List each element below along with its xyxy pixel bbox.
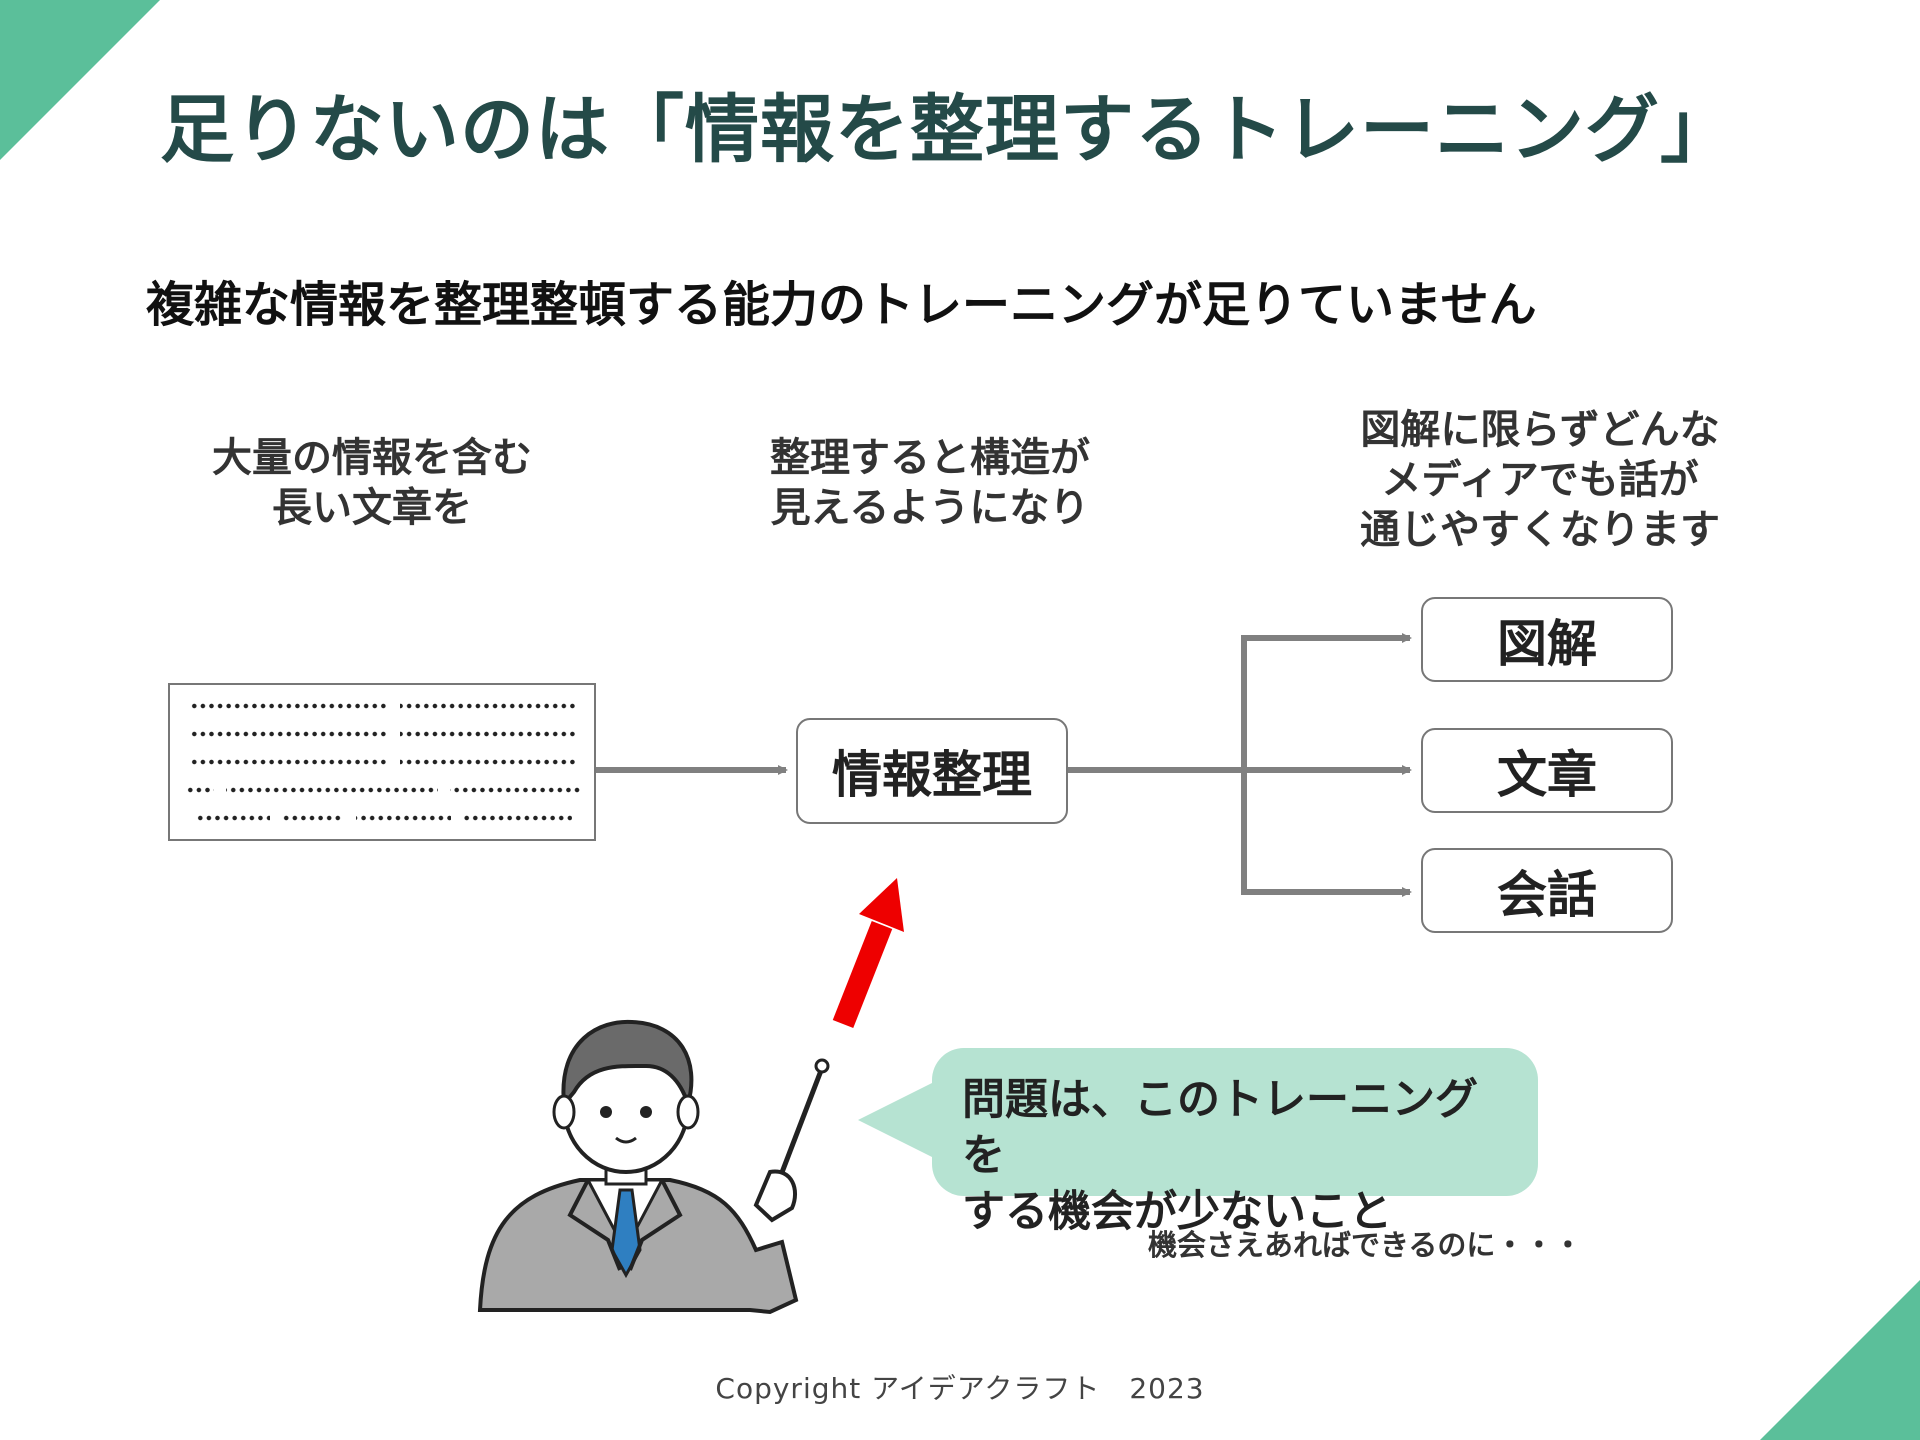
copyright-footer: Copyright アイデアクラフト 2023 — [715, 1372, 1205, 1405]
speech-bubble-tail — [858, 1080, 938, 1160]
node-diagram: 図解 — [1421, 597, 1673, 682]
presenter-illustration — [477, 1019, 830, 1315]
node-text: 文章 — [1421, 728, 1673, 813]
text-line — [190, 731, 576, 737]
node-information-organize: 情報整理 — [796, 718, 1068, 824]
text-line — [186, 787, 580, 793]
caption-long-text: 大量の情報を含む 長い文章を — [212, 435, 532, 531]
speech-bubble: 問題は、このトレーニングを する機会が少ないこと — [932, 1048, 1538, 1237]
text-line — [190, 759, 576, 765]
caption-organize: 整理すると構造が 見えるようになり — [770, 435, 1090, 531]
caption-communication: 図解に限らずどんな メディアでも話が 通じやすくなります — [1360, 407, 1720, 553]
slide-title: 足りないのは「情報を整理するトレーニング」 — [160, 87, 1735, 173]
text-document-icon — [168, 683, 596, 841]
text-line — [196, 815, 572, 821]
red-up-arrow-icon — [832, 878, 904, 1029]
corner-decoration-bottom-right — [1760, 1280, 1920, 1440]
text-line — [190, 703, 576, 709]
side-note: 機会さえあればできるのに・・・ — [1148, 1228, 1583, 1262]
corner-decoration-top-left — [0, 0, 160, 160]
slide-subtitle: 複雑な情報を整理整頓する能力のトレーニングが足りていません — [146, 277, 1537, 333]
node-conversation: 会話 — [1421, 848, 1673, 933]
speech-bubble-text: 問題は、このトレーニングを する機会が少ないこと — [962, 1075, 1478, 1237]
